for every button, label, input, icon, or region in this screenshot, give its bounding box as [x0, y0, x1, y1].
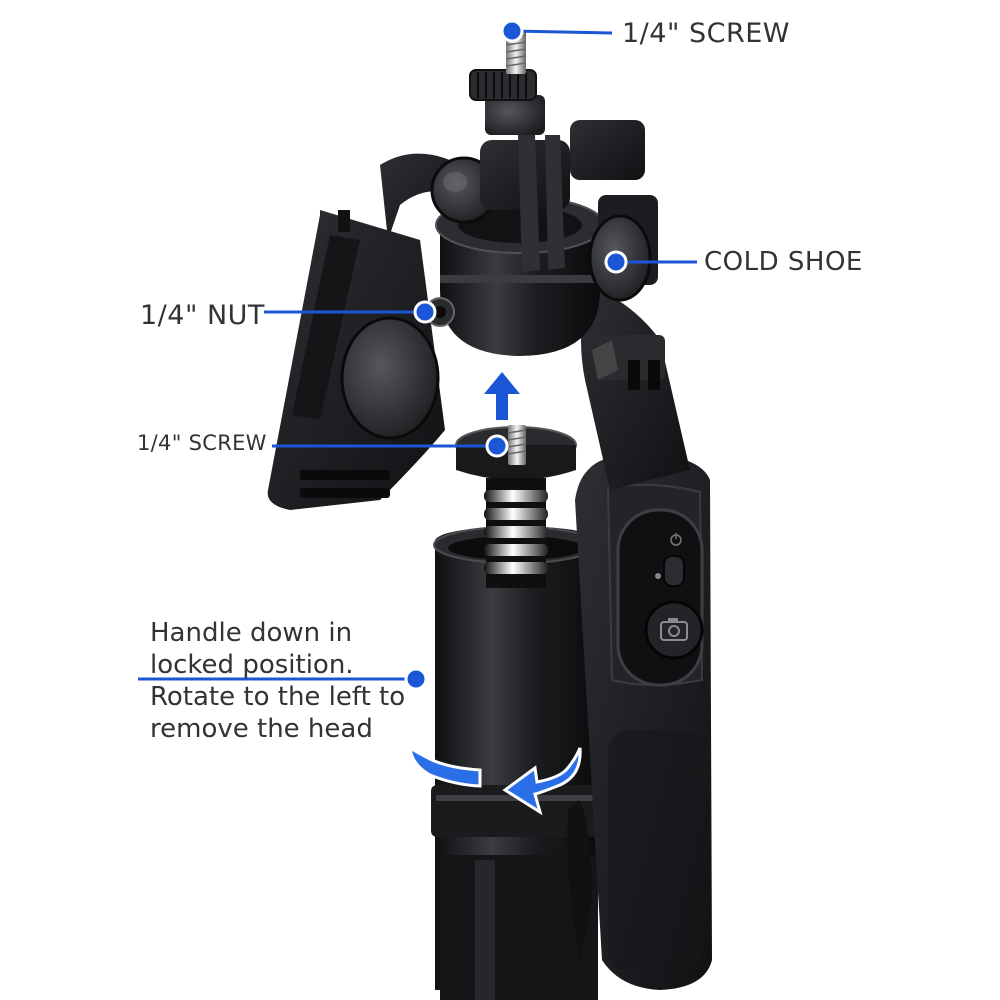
power-button[interactable] [655, 555, 685, 587]
instruction-text: Handle down in locked position. Rotate t… [150, 617, 405, 745]
spring [484, 490, 548, 574]
mid-screw [507, 425, 527, 465]
side-arm [581, 285, 690, 490]
instruction-line-4: remove the head [150, 714, 373, 744]
camera-icon [660, 618, 688, 641]
instruction-line-2: locked position. [150, 650, 354, 680]
power-icon [670, 533, 682, 546]
callout-top-screw [500, 19, 613, 43]
shutter-button[interactable] [644, 600, 704, 660]
instruction-line-3: Rotate to the left to [150, 682, 406, 712]
pole-body [431, 526, 601, 1000]
mid-screw-label: 1/4" SCREW [137, 431, 267, 455]
up-arrow-icon [484, 372, 520, 420]
callouts [138, 19, 697, 691]
callout-nut [264, 300, 437, 324]
rotate-left-icon [408, 745, 582, 816]
callout-mid-screw [272, 434, 509, 458]
phone-clamp [267, 153, 470, 510]
nut-label: 1/4" NUT [140, 300, 265, 331]
top-knob [469, 69, 537, 101]
callout-cold-shoe [604, 250, 697, 274]
bluetooth-remote-handle [567, 453, 712, 990]
callout-rotate [138, 667, 428, 691]
top-screw-label: 1/4" SCREW [622, 18, 790, 49]
instruction-line-1: Handle down in [150, 618, 353, 648]
cold-shoe-label: COLD SHOE [704, 247, 863, 277]
